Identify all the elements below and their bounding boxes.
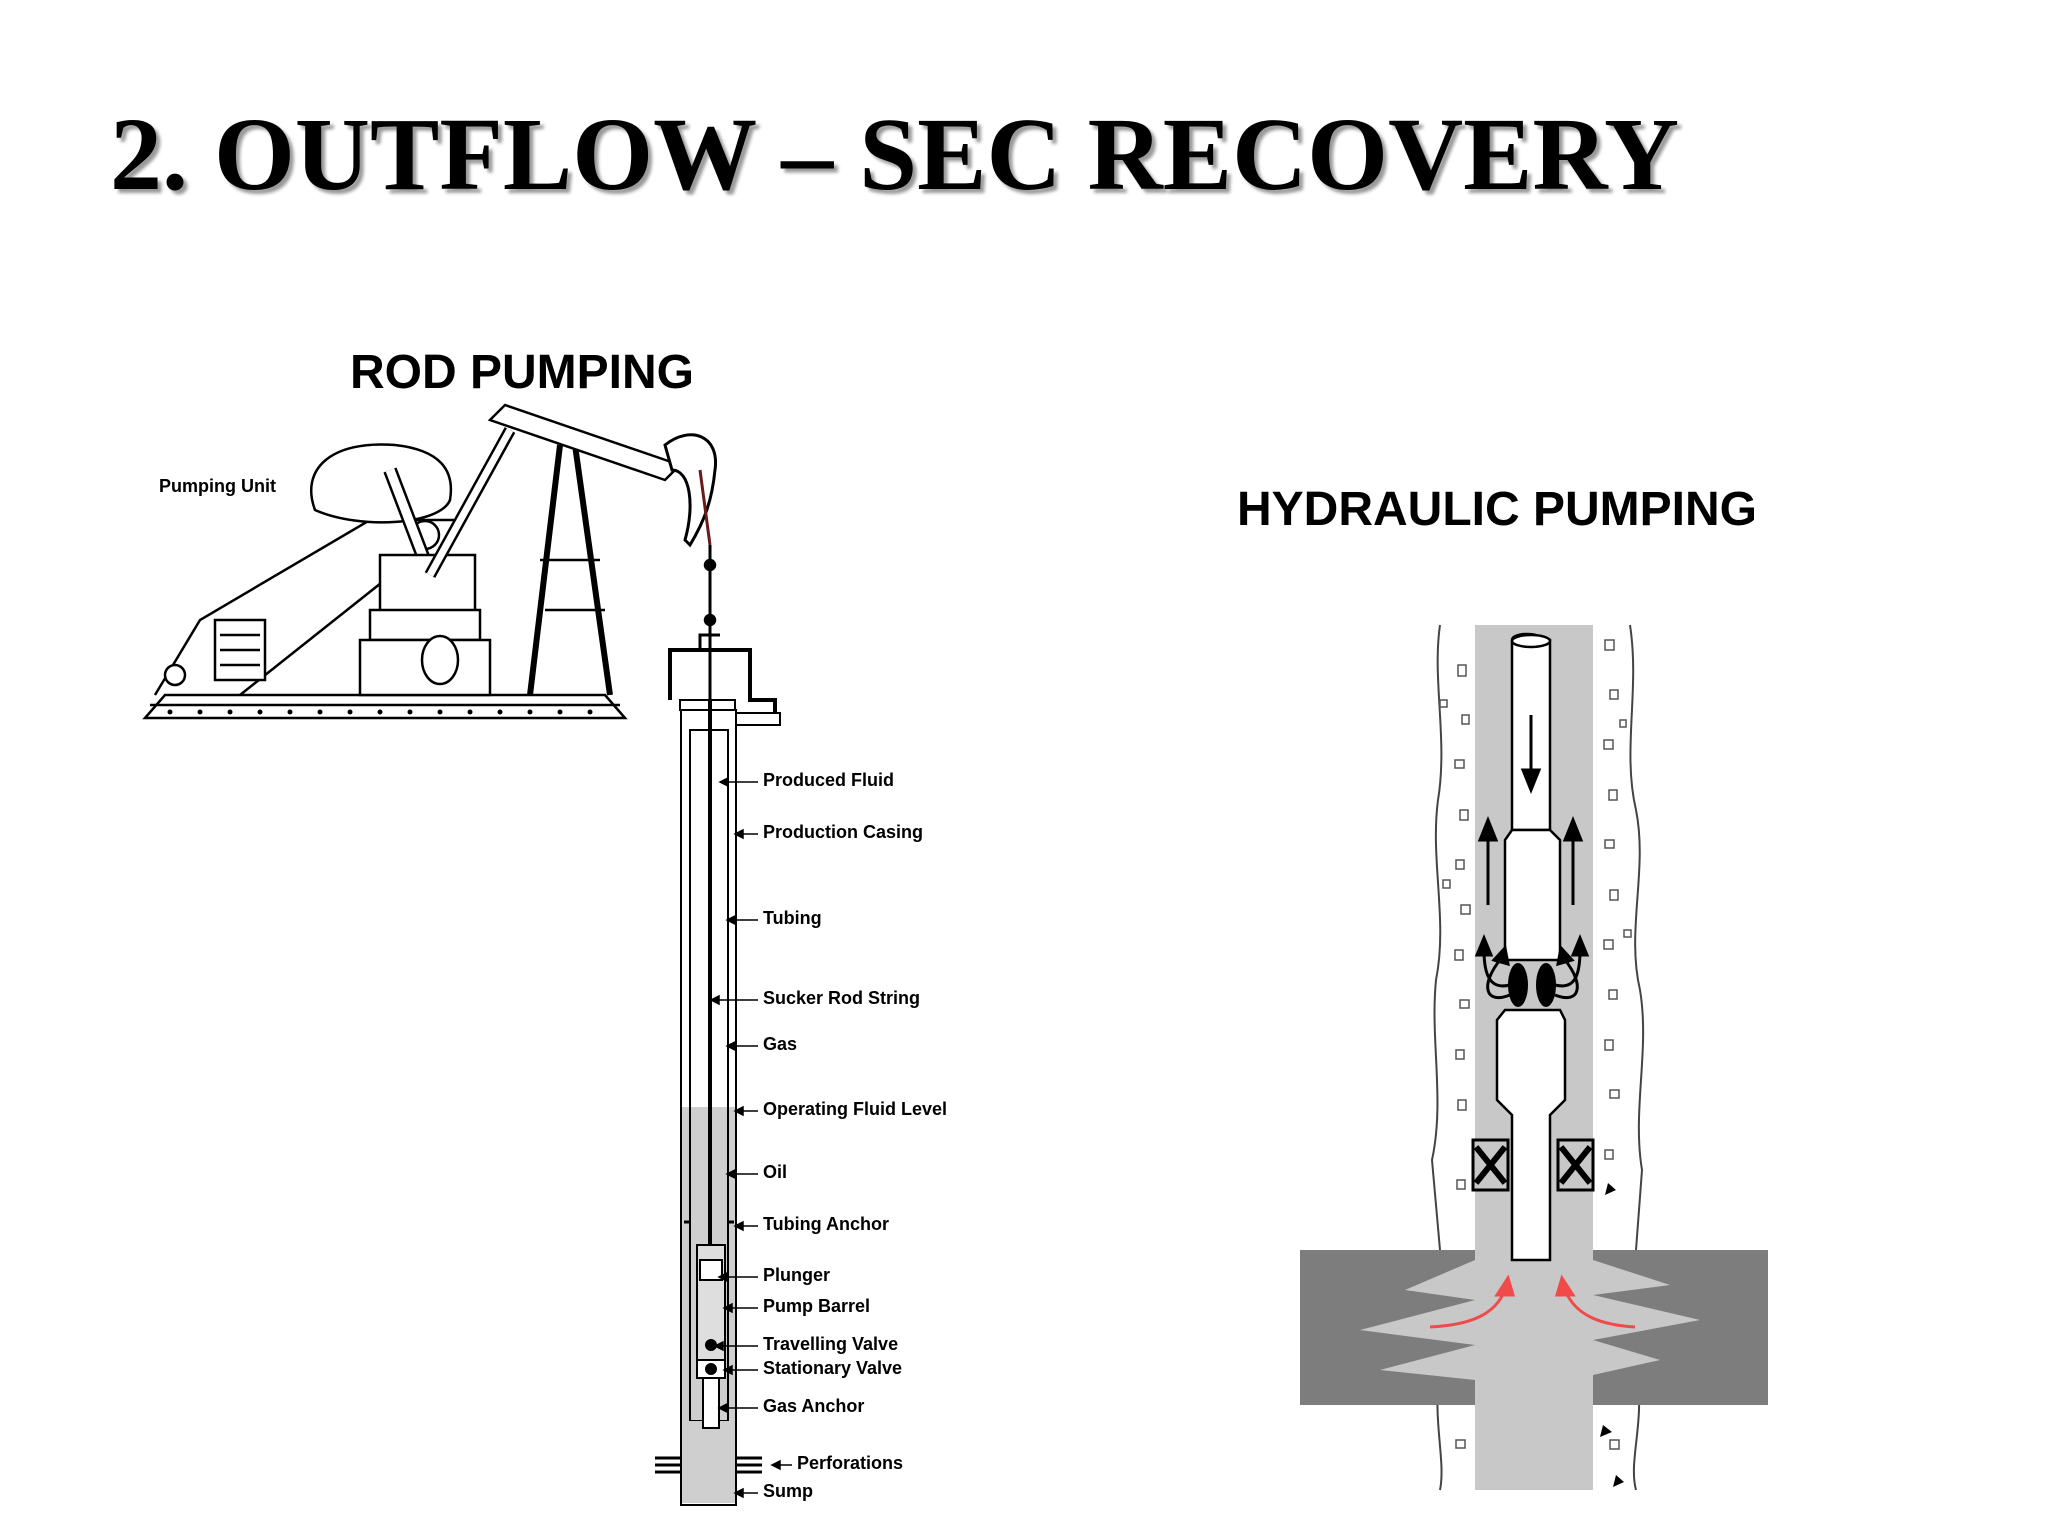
label-operating-fluid-level: Operating Fluid Level <box>763 1099 948 1119</box>
formation-rock-chips <box>1439 639 1632 1450</box>
label-sump: Sump <box>763 1481 814 1501</box>
formation-inflow-arrows <box>1429 1274 1636 1329</box>
pump-upper-body <box>1503 828 1562 962</box>
counterweight-icon <box>309 443 453 524</box>
horsehead-icon <box>663 433 717 548</box>
label-travelling-valve: Travelling Valve <box>763 1334 899 1354</box>
stationary-valve-icon <box>705 1363 717 1375</box>
plunger <box>699 1259 723 1281</box>
hydraulic-pumping-heading: HYDRAULIC PUMPING <box>1237 483 1758 536</box>
label-tubing-anchor: Tubing Anchor <box>763 1214 889 1234</box>
packer-icon <box>1471 1138 1595 1192</box>
rod-pumping-heading: ROD PUMPING <box>350 346 695 399</box>
label-plunger: Plunger <box>763 1265 831 1285</box>
perforations-icon <box>655 1456 762 1474</box>
label-pump-barrel: Pump Barrel <box>763 1296 871 1316</box>
label-stationary-valve: Stationary Valve <box>763 1358 903 1378</box>
label-gas: Gas <box>763 1034 798 1054</box>
label-sucker-rod-string: Sucker Rod String <box>763 988 921 1008</box>
label-oil: Oil <box>763 1162 788 1182</box>
pumping-unit-base <box>142 693 628 720</box>
label-perforations: Perforations <box>797 1453 904 1473</box>
slide-title: 2. OUTFLOW – SEC RECOVERY <box>110 97 1680 212</box>
label-production-casing: Production Casing <box>763 822 924 842</box>
label-produced-fluid: Produced Fluid <box>763 770 895 790</box>
label-tubing: Tubing <box>763 908 822 928</box>
borehole-wall-left <box>1430 624 1443 1251</box>
label-gas-anchor: Gas Anchor <box>763 1396 865 1416</box>
pump-lower-body <box>1495 1008 1567 1262</box>
fracture-right <box>1593 1260 1700 1375</box>
flow-arrows <box>1474 715 1590 999</box>
gas-anchor <box>702 1377 720 1429</box>
fracture-left <box>1360 1260 1475 1380</box>
pumping-unit-label: Pumping Unit <box>159 476 276 496</box>
